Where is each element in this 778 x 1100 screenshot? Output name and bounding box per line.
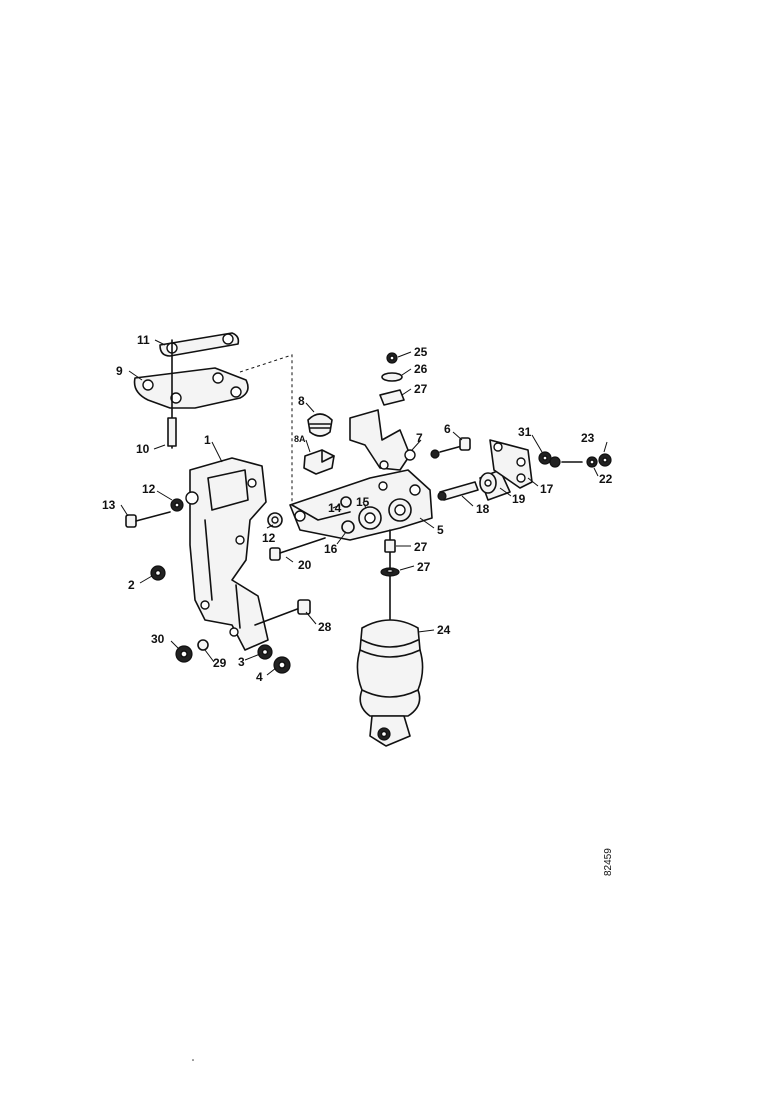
callout-14: 14 <box>328 501 342 515</box>
callout-23: 24 <box>437 623 451 637</box>
callout-15: 15 <box>356 495 370 509</box>
plate-17 <box>489 439 533 489</box>
callout-13: 13 <box>102 498 116 512</box>
spacer-26-washer-27 <box>380 529 400 626</box>
callout-27-top: 27 <box>414 382 428 396</box>
callout-7: 7 <box>416 431 423 445</box>
air-bellows-23 <box>356 619 424 747</box>
callout-17: 17 <box>540 482 554 496</box>
bolt-20 <box>269 537 326 561</box>
callout-6: 6 <box>444 422 451 436</box>
pin-18 <box>437 481 479 501</box>
bushes-14-15 <box>340 496 412 534</box>
callout-1: 1 <box>204 433 211 447</box>
lower-fasteners <box>175 639 291 674</box>
callout-29: 29 <box>213 656 227 670</box>
leader-lines <box>120 339 608 676</box>
nut-2 <box>150 565 166 581</box>
callout-8: 8 <box>298 394 305 408</box>
callout-22: 23 <box>581 431 595 445</box>
rubber-8 <box>307 413 333 437</box>
bolt-6 <box>430 437 471 459</box>
callout-10: 10 <box>136 442 150 456</box>
callout-20: 20 <box>298 558 312 572</box>
callout-31: 31 <box>518 425 532 439</box>
callout-4: 4 <box>256 670 263 684</box>
bolt-13 <box>125 498 184 528</box>
drawing-reference-number: 82459 <box>603 848 614 876</box>
callout-18: 18 <box>476 502 490 516</box>
top-stack-24-25-27 <box>379 352 405 406</box>
callout-30: 30 <box>151 632 165 646</box>
callout-labels: 11 9 10 1 12 13 12 2 30 29 3 4 28 20 16 … <box>102 333 613 684</box>
callout-2: 2 <box>128 578 135 592</box>
bush-19 <box>479 469 511 501</box>
central-axle-body <box>289 469 433 541</box>
callout-16: 16 <box>324 542 338 556</box>
callout-27-bottom: 27 <box>417 560 431 574</box>
callout-12-left: 12 <box>142 482 156 496</box>
upper-link-bracket <box>133 332 293 505</box>
callout-9: 9 <box>116 364 123 378</box>
callout-26: 27 <box>414 540 428 554</box>
rubber-8a <box>303 449 335 475</box>
callout-11: 11 <box>137 333 150 347</box>
callout-24: 25 <box>414 345 428 359</box>
callout-12-right: 12 <box>262 531 276 545</box>
callout-3: 3 <box>238 655 245 669</box>
callout-25: 26 <box>414 362 428 376</box>
bolt-28 <box>254 599 311 626</box>
callout-5: 5 <box>437 523 444 537</box>
right-fasteners <box>538 451 612 468</box>
callout-8a: 8A <box>294 434 306 444</box>
scan-speck <box>192 1059 194 1061</box>
callout-19: 19 <box>512 492 526 506</box>
washer-12 <box>267 512 283 528</box>
callout-21: 22 <box>599 472 613 486</box>
callout-28: 28 <box>318 620 332 634</box>
upper-bracket-7 <box>349 409 416 471</box>
main-bracket <box>185 457 269 651</box>
